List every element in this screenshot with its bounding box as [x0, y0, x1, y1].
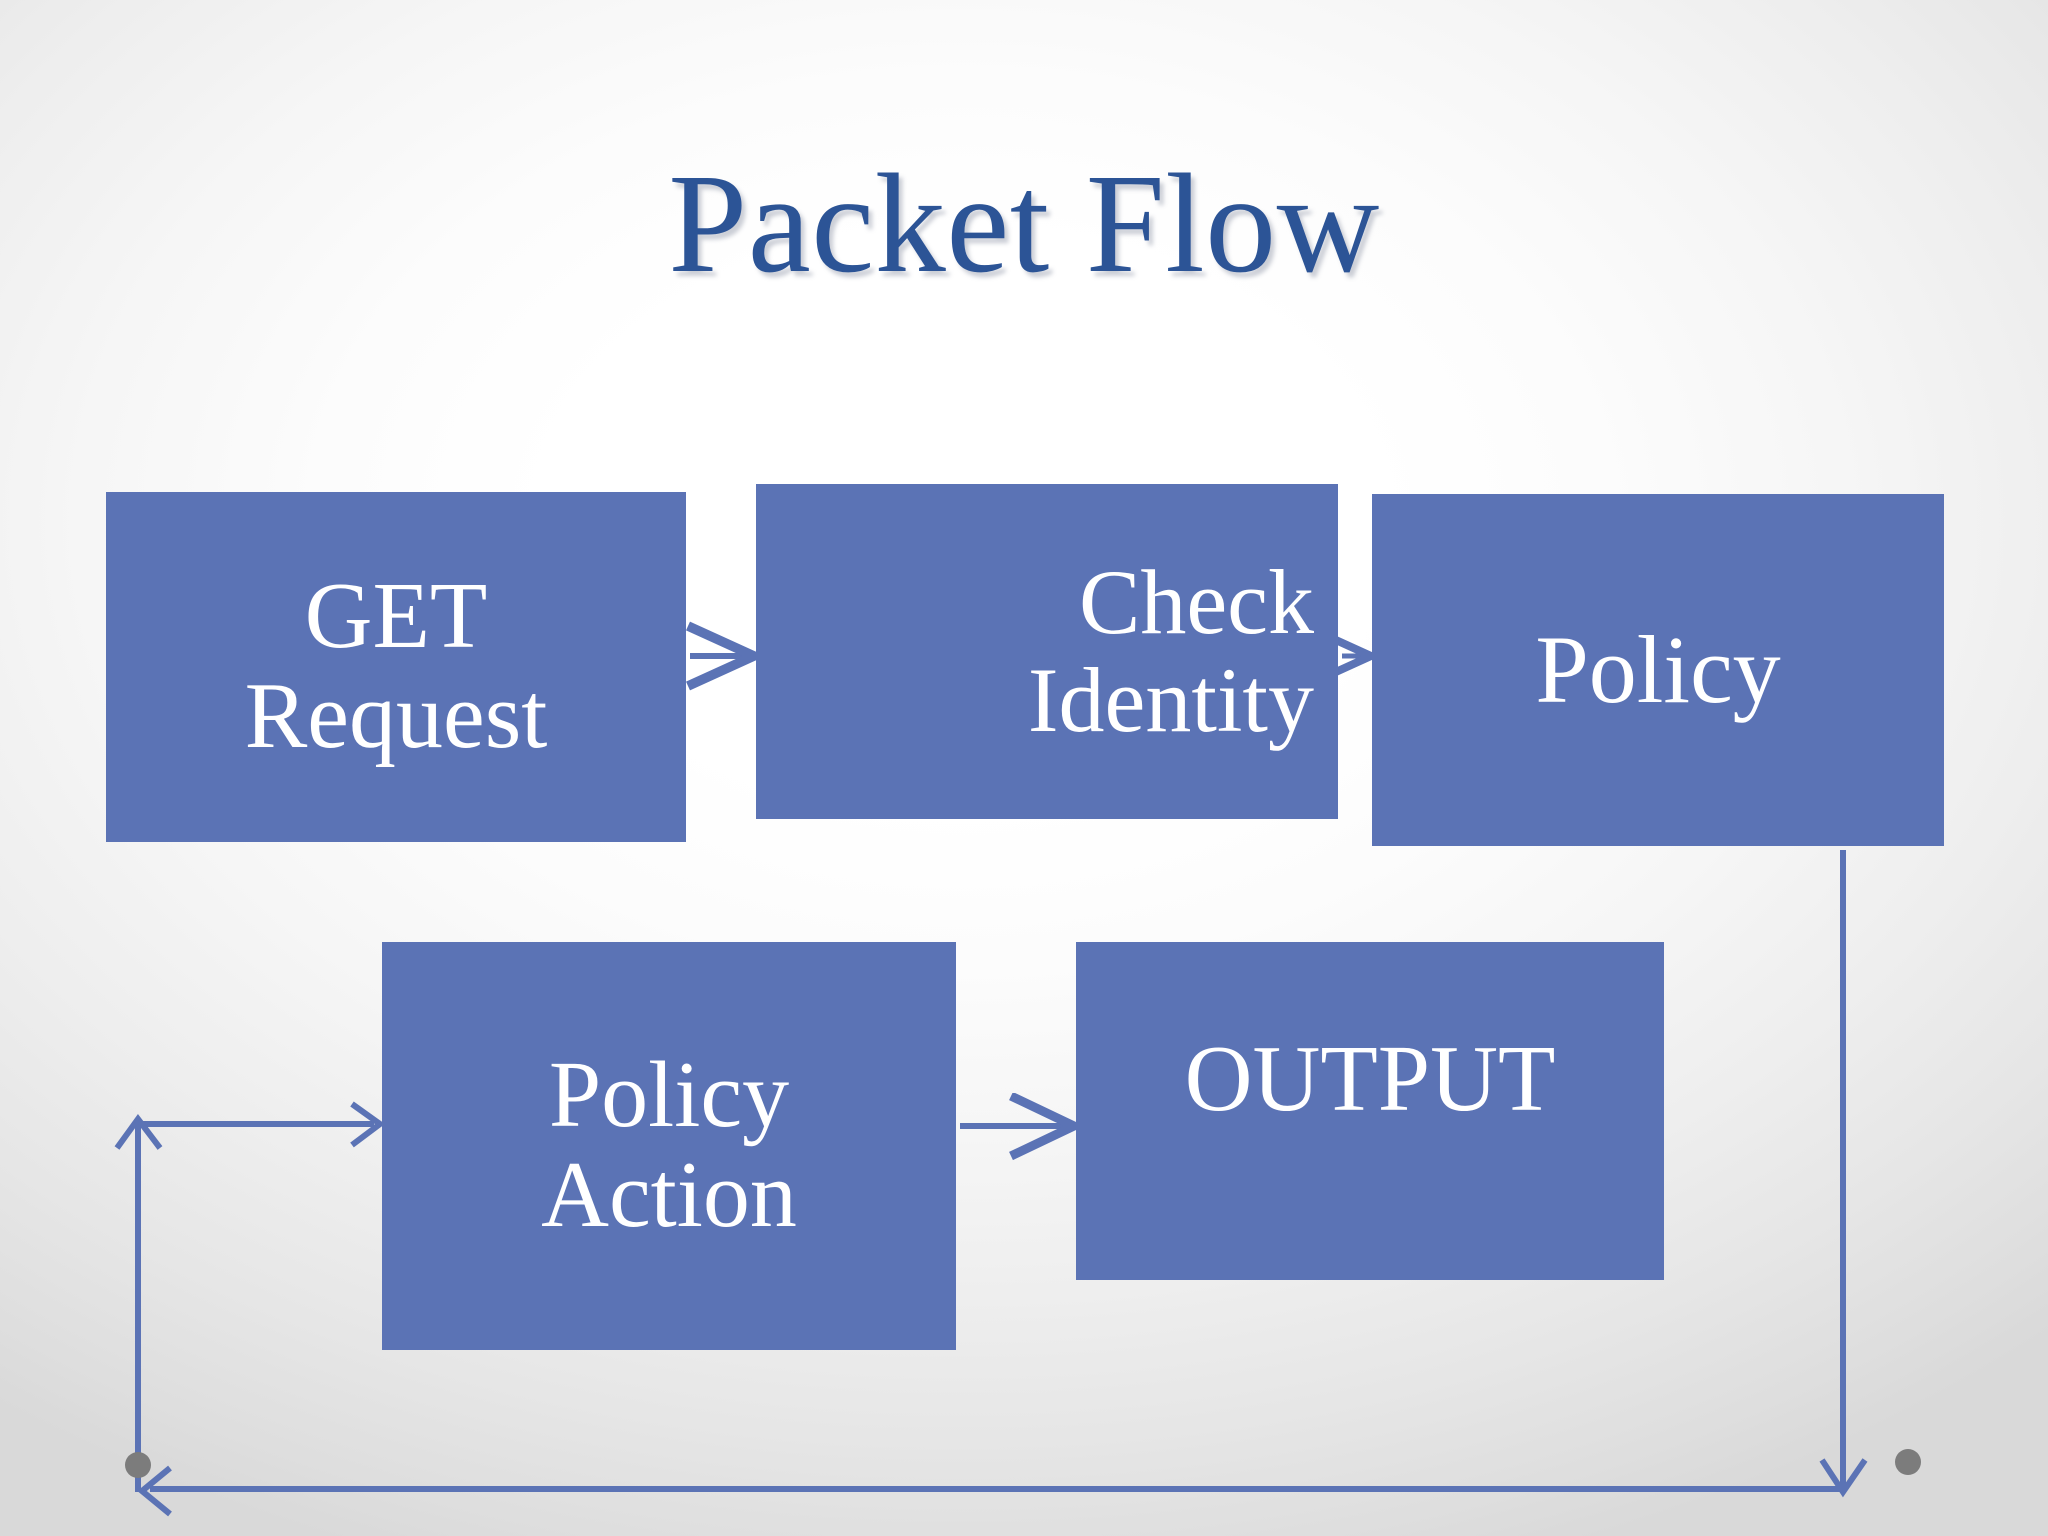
flow-node-policy-label: Policy [1535, 616, 1781, 724]
policy-action-line-1: Policy [548, 1043, 790, 1148]
slide-handle-dot-left[interactable] [125, 1452, 151, 1478]
policy-action-line-2: Action [541, 1143, 797, 1247]
check-identity-line-1: Check [1078, 550, 1314, 653]
get-request-line-2: Request [244, 664, 548, 768]
check-identity-line-2: Identity [1027, 648, 1314, 751]
slide-handle-dot-right[interactable] [1895, 1449, 1921, 1475]
flow-node-output[interactable]: OUTPUT [1076, 942, 1664, 1280]
get-request-line-1: GET [304, 564, 488, 669]
flow-node-policy[interactable]: Policy [1372, 494, 1944, 846]
arrowhead-right-down [1819, 1458, 1868, 1498]
arrowhead-into-policy-action [350, 1101, 386, 1148]
flow-node-output-label: OUTPUT [1184, 1027, 1556, 1131]
page-title: Packet Flow [668, 144, 1380, 302]
connector-left-return-to-policy-action [135, 1121, 374, 1492]
arrowhead-left-up [114, 1113, 163, 1150]
